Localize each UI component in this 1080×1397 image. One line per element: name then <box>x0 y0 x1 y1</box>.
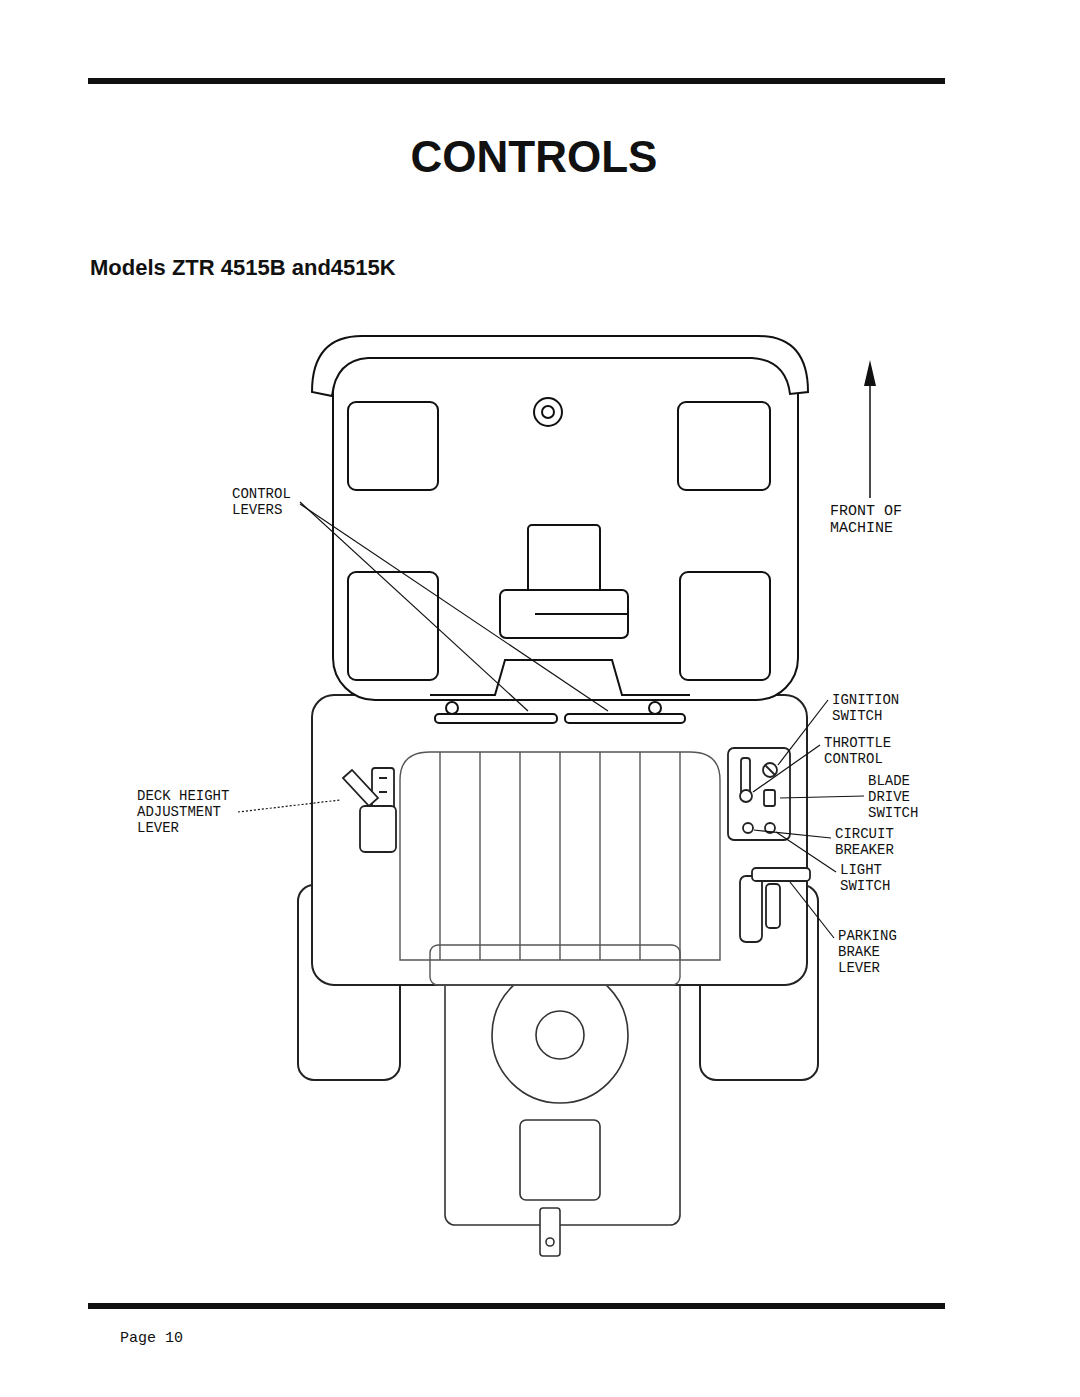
model-heading: Models ZTR 4515B and4515K <box>90 255 396 281</box>
deck-height-lever <box>343 768 396 852</box>
seat <box>312 336 808 700</box>
part-label: DECK HEIGHT ADJUSTMENT LEVER <box>137 788 235 836</box>
direction-label: FRONT OF MACHINE <box>830 503 910 538</box>
front-arrow <box>864 360 876 498</box>
part-label: PARKING BRAKE LEVER <box>838 928 904 976</box>
part-label: CONTROL LEVERS <box>232 486 298 518</box>
page-title: CONTROLS <box>0 132 1074 182</box>
deck <box>400 752 720 985</box>
engine-frame <box>445 967 680 1256</box>
top-rule <box>88 78 945 84</box>
part-label: CIRCUIT BREAKER <box>835 826 901 858</box>
part-label: THROTTLE CONTROL <box>824 735 896 767</box>
control-lever-bars <box>435 702 685 723</box>
page-number: Page 10 <box>120 1330 183 1347</box>
parking-brake <box>740 868 810 942</box>
chassis <box>312 695 807 985</box>
bottom-rule <box>88 1303 945 1309</box>
part-label: LIGHT SWITCH <box>840 862 900 894</box>
part-label: IGNITION SWITCH <box>832 692 904 724</box>
leader-lines <box>238 502 864 938</box>
seat-knob <box>534 398 562 426</box>
part-label: BLADE DRIVE SWITCH <box>868 773 926 821</box>
